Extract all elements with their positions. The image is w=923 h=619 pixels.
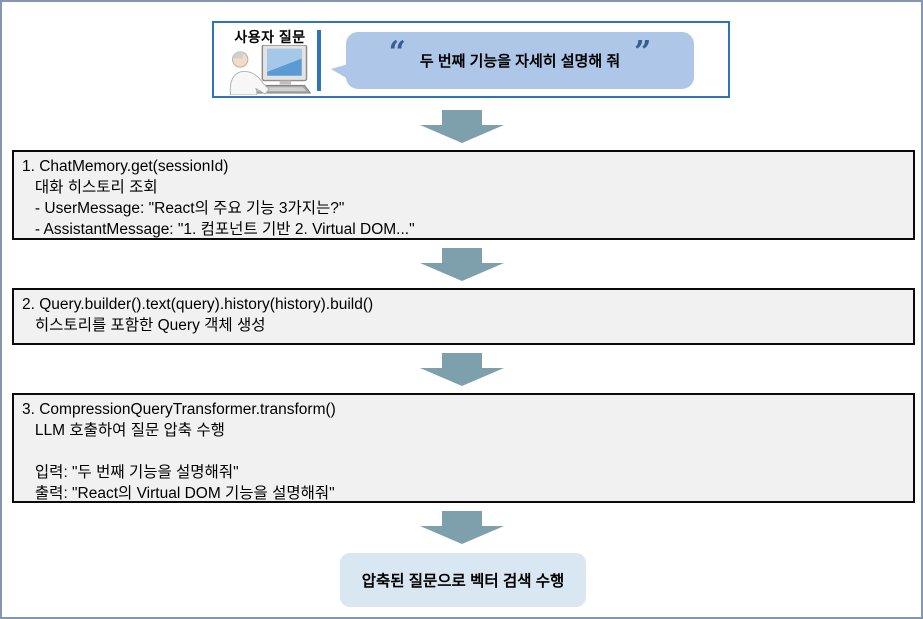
result-box: 압축된 질문으로 벡터 검색 수행 (340, 553, 586, 607)
down-arrow-icon (420, 248, 504, 281)
step-line: 2. Query.builder().text(query).history(h… (22, 296, 374, 313)
step-line: - AssistantMessage: "1. 컴포넌트 기반 2. Virtu… (22, 221, 415, 238)
step-line: 1. ChatMemory.get(sessionId) (22, 158, 229, 175)
user-question-box: 사용자 질문 “ 두 번째 기능을 자세히 설명해 줘 ” (212, 21, 730, 98)
down-arrow-icon (420, 353, 504, 386)
person-at-computer-icon (229, 45, 312, 95)
speech-bubble: “ 두 번째 기능을 자세히 설명해 줘 ” (331, 32, 694, 89)
step-box-query-builder: 2. Query.builder().text(query).history(h… (12, 288, 915, 345)
step-box-chatmemory: 1. ChatMemory.get(sessionId) 대화 히스토리 조회 … (12, 150, 915, 240)
step-line: 히스토리를 포함한 Query 객체 생성 (22, 317, 266, 334)
result-text: 압축된 질문으로 벡터 검색 수행 (361, 573, 565, 590)
step-line (22, 441, 905, 462)
step-line: 대화 히스토리 조회 (22, 179, 158, 196)
step-line: 출력: "React의 Virtual DOM 기능을 설명해줘" (22, 485, 335, 502)
close-quote-icon: ” (634, 34, 652, 70)
step-line: 입력: "두 번째 기능을 설명해줘" (22, 464, 239, 481)
speech-bubble-tail (331, 64, 348, 79)
down-arrow-icon (420, 110, 504, 143)
vertical-divider (317, 30, 321, 91)
speech-bubble-text: 두 번째 기능을 자세히 설명해 줘 (419, 53, 621, 70)
down-arrow-icon (420, 511, 504, 544)
step-line: 3. CompressionQueryTransformer.transform… (22, 401, 336, 418)
step-line: - UserMessage: "React의 주요 기능 3가지는?" (22, 200, 345, 217)
step-line: LLM 호출하여 질문 압축 수행 (22, 422, 225, 439)
user-question-label: 사용자 질문 (234, 29, 306, 45)
step-box-compression-transformer: 3. CompressionQueryTransformer.transform… (12, 393, 915, 503)
open-quote-icon: “ (388, 34, 406, 70)
